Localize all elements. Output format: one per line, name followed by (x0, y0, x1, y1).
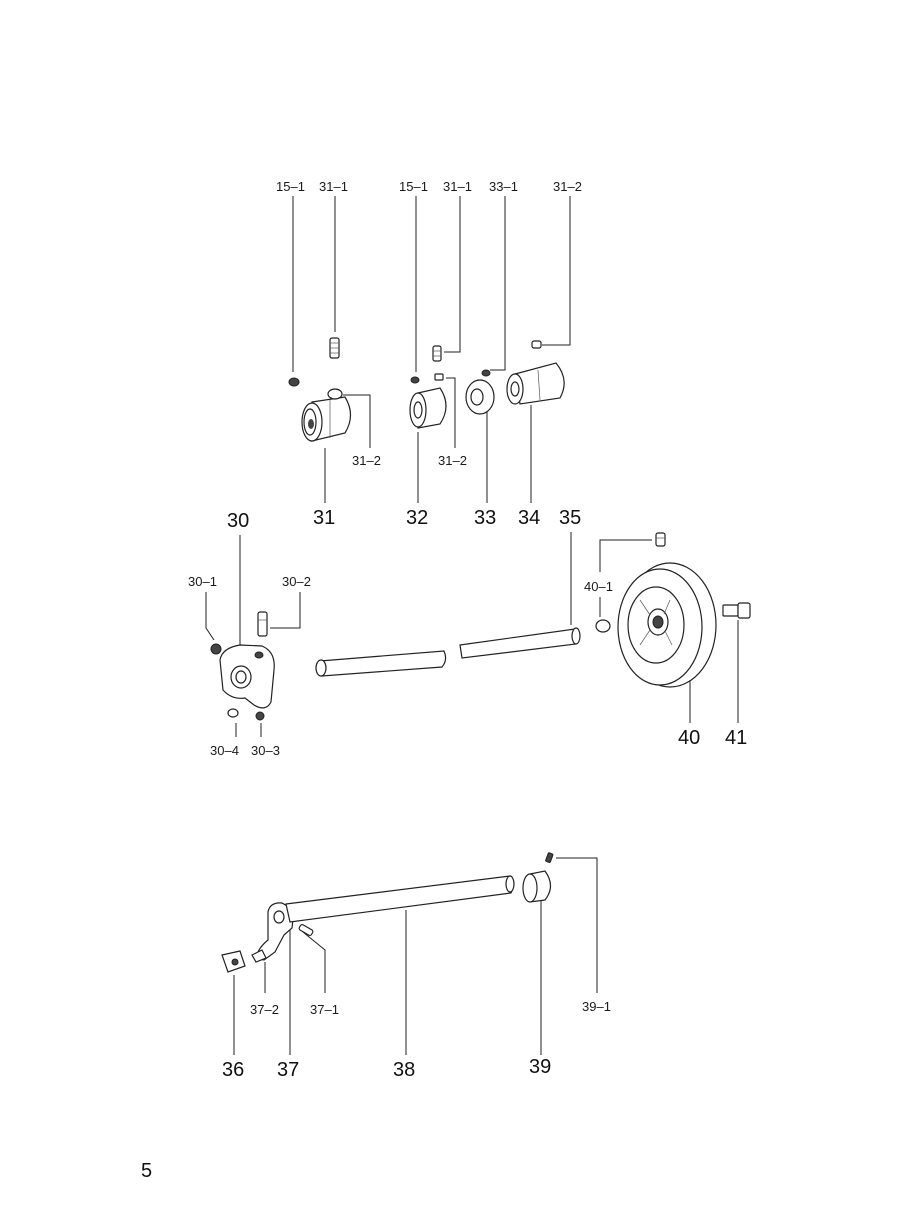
screw-40-1-top (655, 532, 666, 547)
label-33: 33 (474, 507, 496, 529)
screw-31-1-a (329, 337, 340, 359)
label-39: 39 (529, 1056, 551, 1078)
label-37-2: 37–2 (250, 1002, 279, 1017)
bottom-leader-lines (233, 857, 598, 1055)
label-30: 30 (227, 510, 249, 532)
part-37-crank-arm (251, 902, 295, 963)
pin-30-2 (257, 611, 268, 637)
part-36-block (221, 950, 246, 973)
screw-37-1 (298, 924, 314, 936)
label-36: 36 (222, 1059, 244, 1081)
screw-30-4 (227, 708, 239, 718)
part-31-collar (301, 396, 352, 442)
part-40-pulley (617, 562, 717, 688)
page-number: 5 (141, 1160, 153, 1182)
part-30-crank (219, 644, 275, 709)
screw-39-1 (545, 852, 554, 863)
middle-leader-lines (205, 532, 739, 737)
label-32: 32 (406, 507, 428, 529)
label-15-1-a: 15–1 (276, 179, 305, 194)
screw-40-1 (595, 619, 611, 633)
screw-15-1-a (288, 377, 300, 387)
label-31-2-a: 31–2 (352, 453, 381, 468)
pin-31-2-c (531, 340, 542, 349)
part-41-bolt (722, 602, 751, 619)
pin-31-2-a (327, 388, 343, 400)
label-30-3: 30–3 (251, 743, 280, 758)
part-38-shaft (285, 875, 515, 923)
label-41: 41 (725, 727, 747, 749)
top-leader-lines (292, 196, 571, 503)
label-30-2: 30–2 (282, 574, 311, 589)
part-32-collar (409, 387, 447, 429)
part-34-bushing (506, 362, 565, 405)
label-34: 34 (518, 507, 540, 529)
part-33-washer (465, 379, 495, 415)
label-31: 31 (313, 507, 335, 529)
pin-31-2-b (434, 373, 444, 381)
label-15-1-b: 15–1 (399, 179, 428, 194)
screw-15-1-b (410, 376, 420, 384)
label-35: 35 (559, 507, 581, 529)
label-37-1: 37–1 (310, 1002, 339, 1017)
label-40-1: 40–1 (584, 579, 613, 594)
label-38: 38 (393, 1059, 415, 1081)
label-37: 37 (277, 1059, 299, 1081)
screw-33-1 (481, 369, 491, 377)
screw-30-1 (210, 643, 222, 655)
screw-30-3 (255, 711, 265, 721)
label-31-2-b: 31–2 (438, 453, 467, 468)
label-31-2-c: 31–2 (553, 179, 582, 194)
label-31-1-a: 31–1 (319, 179, 348, 194)
label-31-1-b: 31–1 (443, 179, 472, 194)
part-35-shaft (315, 627, 581, 677)
label-30-1: 30–1 (188, 574, 217, 589)
label-39-1: 39–1 (582, 999, 611, 1014)
part-39-collar (522, 870, 552, 903)
screw-31-1-b (432, 345, 442, 362)
label-30-4: 30–4 (210, 743, 239, 758)
label-33-1: 33–1 (489, 179, 518, 194)
label-40: 40 (678, 727, 700, 749)
